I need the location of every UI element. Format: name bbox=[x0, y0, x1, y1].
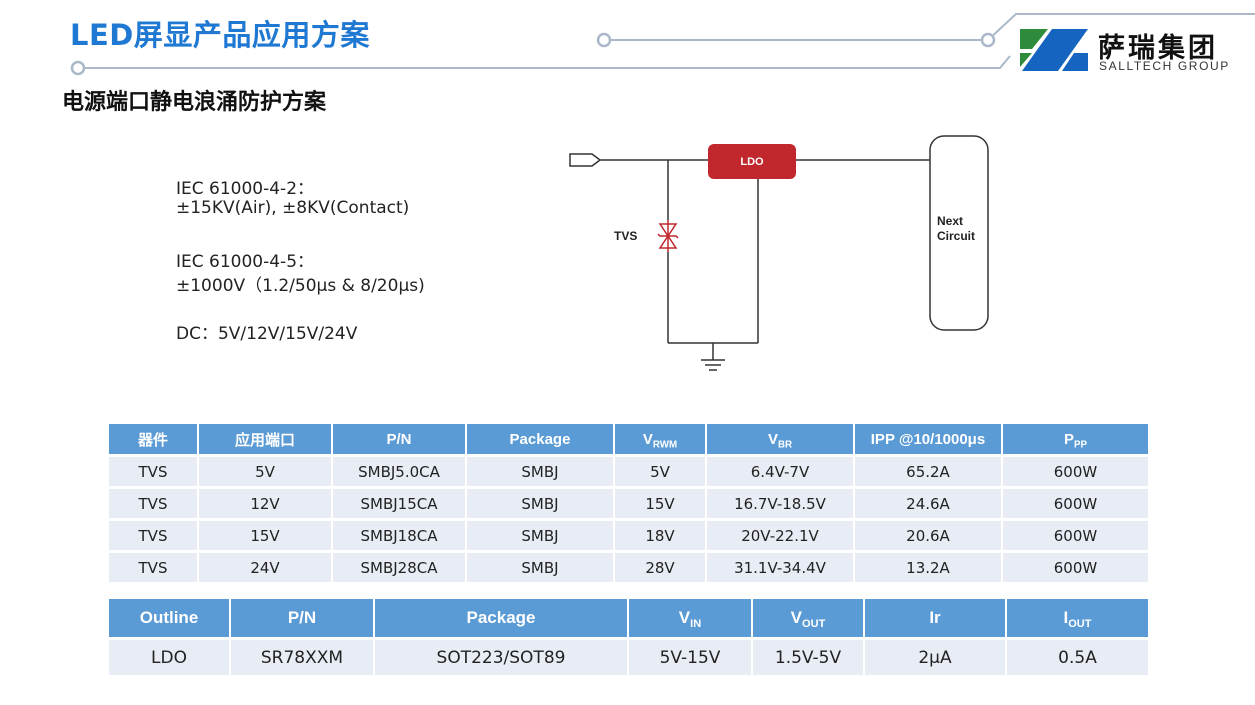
table-header-row: Outline P/N Package VIN VOUT Ir IOUT bbox=[109, 599, 1148, 637]
tvs-label: TVS bbox=[614, 229, 637, 243]
col-pn: P/N bbox=[231, 599, 373, 637]
next-circuit-label-1: Next bbox=[937, 214, 963, 228]
ldo-label: LDO bbox=[740, 156, 764, 168]
ldo-selection-table: Outline P/N Package VIN VOUT Ir IOUT LDO… bbox=[107, 599, 1150, 675]
col-package: Package bbox=[467, 424, 613, 454]
esd-level: ±15KV(Air), ±8KV(Contact) bbox=[176, 198, 410, 218]
sall-tech-z-logo-icon bbox=[1020, 29, 1088, 71]
logo-name-cn: 萨瑞集团 bbox=[1098, 33, 1218, 64]
col-vbr: VBR bbox=[707, 424, 853, 454]
section-subtitle: 电源端口静电浪涌防护方案 bbox=[62, 90, 327, 115]
table-row: LDO SR78XXM SOT223/SOT89 5V-15V 1.5V-5V … bbox=[109, 637, 1148, 675]
ldo-block bbox=[708, 144, 796, 179]
page-title: LED屏显产品应用方案 bbox=[70, 18, 370, 52]
col-outline: Outline bbox=[109, 599, 229, 637]
table-row: TVS 15V SMBJ18CA SMBJ 18V 20V-22.1V 20.6… bbox=[109, 518, 1148, 550]
col-vrwm: VRWM bbox=[615, 424, 705, 454]
logo-name-en: SALLTECH GROUP bbox=[1099, 59, 1230, 73]
table-row: TVS 12V SMBJ15CA SMBJ 15V 16.7V-18.5V 24… bbox=[109, 486, 1148, 518]
tvs-selection-table: 器件 应用端口 P/N Package VRWM VBR IPP @10/100… bbox=[107, 424, 1150, 582]
col-vin: VIN bbox=[629, 599, 751, 637]
next-circuit-label-2: Circuit bbox=[937, 229, 975, 243]
col-port: 应用端口 bbox=[199, 424, 331, 454]
table-row: TVS 5V SMBJ5.0CA SMBJ 5V 6.4V-7V 65.2A 6… bbox=[109, 454, 1148, 486]
deco-node-2 bbox=[980, 32, 996, 48]
surge-standard: IEC 61000-4-5： bbox=[176, 252, 315, 272]
col-ppp: PPP bbox=[1003, 424, 1148, 454]
col-vout: VOUT bbox=[753, 599, 863, 637]
deco-node-1 bbox=[596, 32, 612, 48]
header-decoration bbox=[70, 13, 1255, 76]
table-header-row: 器件 应用端口 P/N Package VRWM VBR IPP @10/100… bbox=[109, 424, 1148, 454]
table-row: TVS 24V SMBJ28CA SMBJ 28V 31.1V-34.4V 13… bbox=[109, 550, 1148, 582]
col-ir: Ir bbox=[865, 599, 1005, 637]
circuit-diagram: TVS LDO Next Circuit bbox=[569, 135, 989, 371]
input-port-icon bbox=[569, 153, 602, 167]
col-ipp: IPP @10/1000μs bbox=[855, 424, 1001, 454]
col-pn: P/N bbox=[333, 424, 465, 454]
dc-voltages: DC：5V/12V/15V/24V bbox=[176, 324, 358, 344]
surge-level: ±1000V（1.2/50μs & 8/20μs) bbox=[176, 276, 425, 296]
tvs-diode-icon bbox=[657, 220, 679, 252]
col-package: Package bbox=[375, 599, 627, 637]
col-device: 器件 bbox=[109, 424, 197, 454]
next-circuit-block bbox=[929, 135, 989, 331]
deco-node-3 bbox=[70, 60, 86, 76]
col-iout: IOUT bbox=[1007, 599, 1148, 637]
esd-standard: IEC 61000-4-2： bbox=[176, 179, 315, 199]
